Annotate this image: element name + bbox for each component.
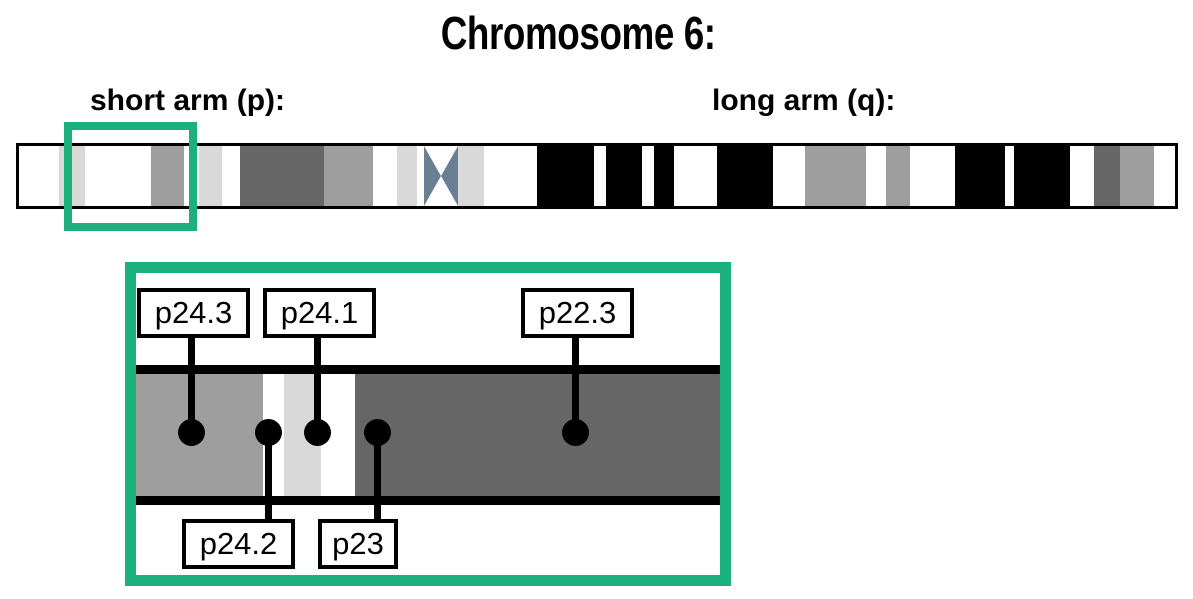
ideogram-band (606, 146, 643, 206)
ideogram-band (944, 146, 956, 206)
ideogram-band (536, 146, 594, 206)
detail-band (355, 374, 720, 496)
callout-leader-line (265, 440, 272, 520)
centromere-icon (424, 146, 458, 206)
ideogram-band (239, 146, 325, 206)
detail-band-strip (136, 365, 720, 505)
ideogram-band (397, 146, 417, 206)
chromosome-ideogram[interactable] (16, 143, 1178, 209)
band-marker-dot (364, 419, 391, 446)
ideogram-band-track (19, 146, 1175, 206)
detail-strip-bottom-rule (136, 496, 720, 505)
ideogram-band (324, 146, 373, 206)
ideogram-band (955, 146, 1006, 206)
ideogram-band (1014, 146, 1070, 206)
ideogram-band (653, 146, 675, 206)
ideogram-band (199, 146, 223, 206)
ideogram-band (886, 146, 911, 206)
ideogram-band (1069, 146, 1095, 206)
ideogram-band (674, 146, 718, 206)
ideogram-band (1154, 146, 1175, 206)
ideogram-band (1119, 146, 1155, 206)
detail-strip-top-rule (136, 365, 720, 374)
ideogram-band (222, 146, 240, 206)
long-arm-label: long arm (q): (712, 84, 896, 117)
callout-leader-line (188, 338, 195, 433)
ideogram-band (108, 146, 151, 206)
band-label-p24-2[interactable]: p24.2 (182, 519, 295, 569)
ideogram-band (717, 146, 773, 206)
short-arm-highlight-box[interactable] (64, 122, 197, 231)
short-arm-label: short arm (p): (90, 84, 285, 117)
ideogram-band (866, 146, 886, 206)
ideogram-band (483, 146, 537, 206)
ideogram-band (910, 146, 945, 206)
callout-leader-line (572, 338, 579, 433)
band-marker-dot (255, 419, 282, 446)
band-label-p22-3[interactable]: p22.3 (521, 288, 634, 338)
ideogram-band (150, 146, 185, 206)
ideogram-band (1005, 146, 1015, 206)
band-marker-dot (562, 419, 589, 446)
callout-leader-line (314, 338, 321, 433)
ideogram-band (59, 146, 85, 206)
ideogram-band (19, 146, 60, 206)
callout-leader-line (374, 440, 381, 520)
ideogram-band (805, 146, 867, 206)
ideogram-band (772, 146, 806, 206)
ideogram-band (1094, 146, 1120, 206)
ideogram-band (642, 146, 654, 206)
page-title: Chromosome 6: (440, 7, 716, 59)
band-marker-dot (304, 419, 331, 446)
ideogram-band (372, 146, 397, 206)
band-marker-dot (178, 419, 205, 446)
detail-band-track (136, 374, 720, 496)
band-label-p23[interactable]: p23 (318, 519, 398, 569)
band-label-p24-3[interactable]: p24.3 (137, 288, 250, 338)
ideogram-band (593, 146, 607, 206)
ideogram-band (84, 146, 108, 206)
band-label-p24-1[interactable]: p24.1 (263, 288, 376, 338)
